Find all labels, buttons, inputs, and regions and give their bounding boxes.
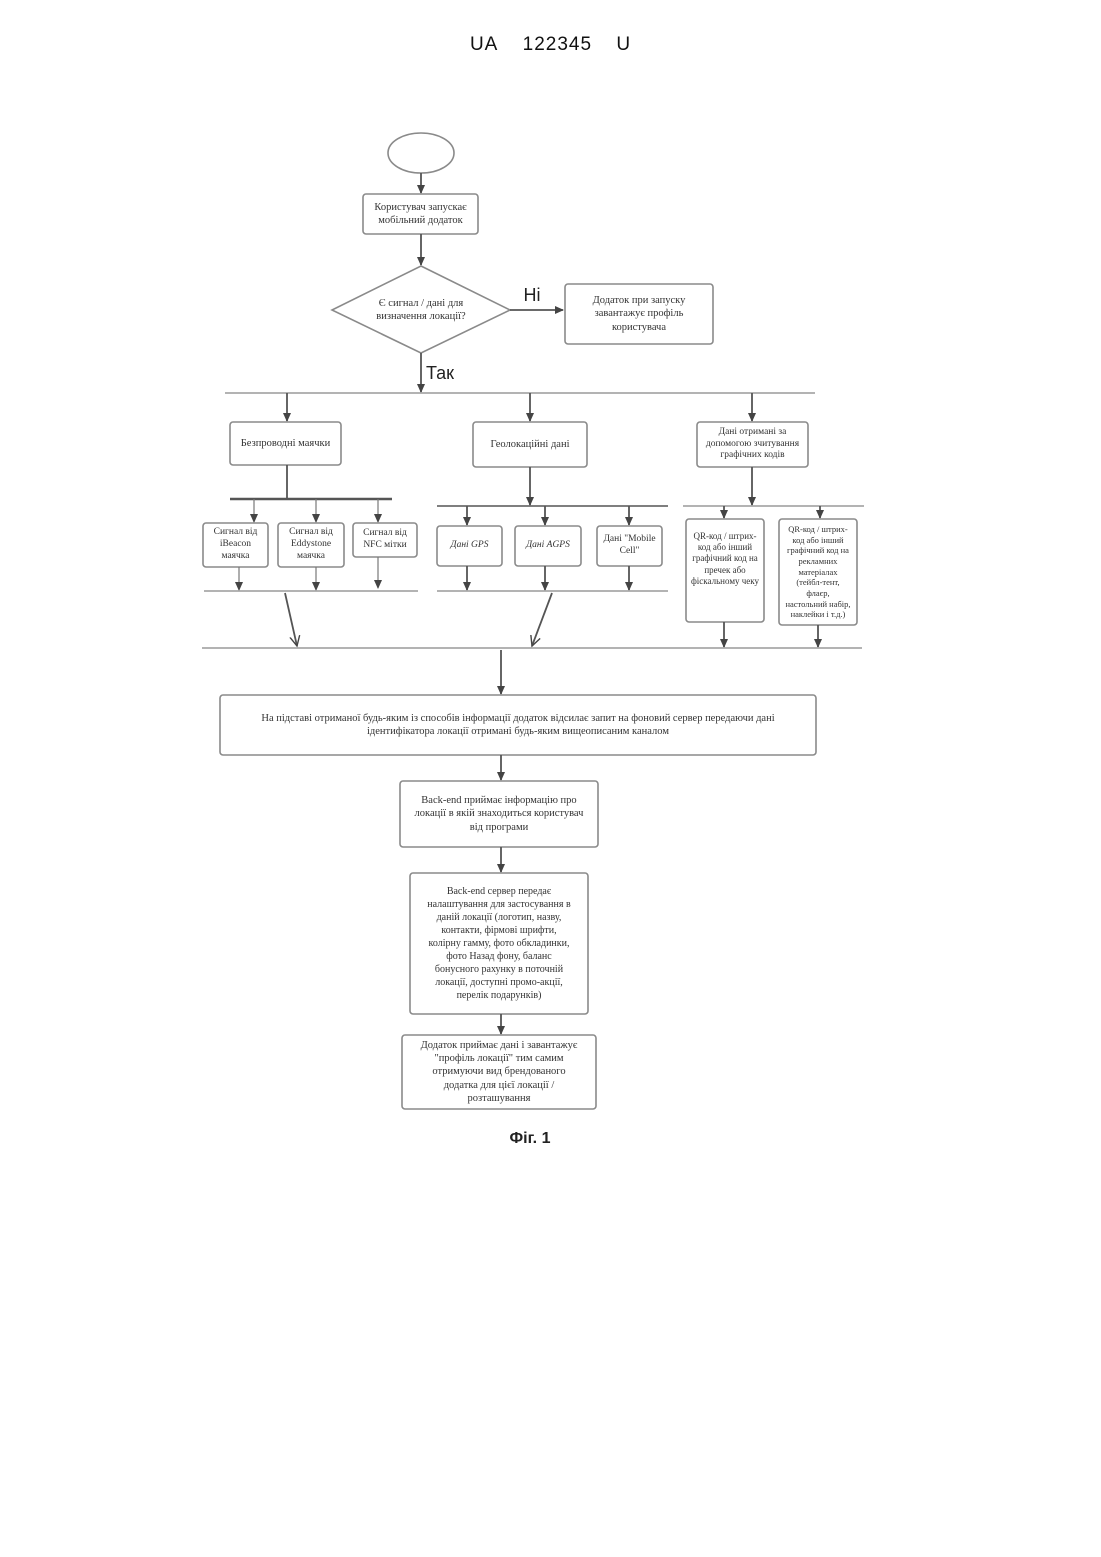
- loads-profile-label: Додаток при запуску завантажує профіль к…: [565, 284, 713, 344]
- request-label: На підставі отриманої будь-яким із спосо…: [220, 695, 816, 755]
- qr-check-label: QR-код / штрих- код або інший графічний …: [686, 519, 764, 599]
- beacons-label: Безпроводні маячки: [230, 422, 341, 465]
- gps-label: Дані GPS: [437, 526, 502, 566]
- figure-caption: Фіг. 1: [455, 1130, 605, 1148]
- eddystone-label: Сигнал від Eddystone маячка: [278, 523, 344, 567]
- app-receive-label: Додаток приймає дані і завантажує "профі…: [402, 1035, 596, 1109]
- user-launch-label: Користувач запускає мобільний додаток: [363, 194, 478, 234]
- codes-label: Дані отримані за допомогою зчитування гр…: [697, 422, 808, 467]
- decision-label: Є сигнал / дані для визначення локації?: [350, 290, 492, 330]
- backend-receive-label: Back-end приймає інформацію про локації …: [400, 781, 598, 847]
- no-label: Ні: [512, 282, 552, 308]
- yes-label: Так: [420, 361, 460, 385]
- nfc-label: Сигнал від NFC мітки: [353, 523, 417, 557]
- geo-label: Геолокаційні дані: [473, 422, 587, 467]
- start-terminator: [388, 133, 454, 173]
- mobile-cell-label: Дані "Mobile Cell": [597, 526, 662, 566]
- backend-send-label: Back-end сервер передає налаштування для…: [410, 873, 588, 1014]
- qr-promo-label: QR-код / штрих- код або інший графічний …: [779, 519, 857, 625]
- agps-label: Дані AGPS: [515, 526, 581, 566]
- ibeacon-label: Сигнал від iBeacon маячка: [203, 523, 268, 567]
